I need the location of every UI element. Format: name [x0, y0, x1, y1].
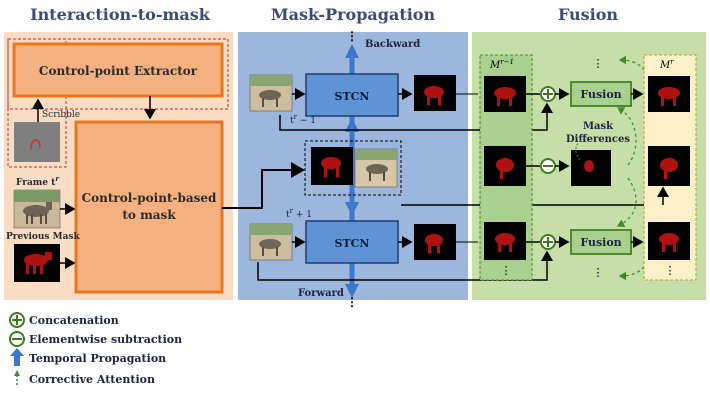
scribble-stroke: [30, 139, 41, 151]
converter-label-2: to mask: [122, 208, 176, 222]
mid-up-arrowhead: [345, 118, 359, 132]
title-propagation: Mask-Propagation: [271, 5, 436, 24]
m-cur-label: Mr: [659, 58, 674, 71]
corrective-attention-up: [616, 107, 637, 166]
t-minus-1-label: tr − 1: [290, 113, 316, 126]
corrective-attention-down: [616, 177, 637, 228]
legend-concat-icon: [9, 312, 25, 328]
scribble-image: [14, 122, 60, 162]
legend-temporal-label: Temporal Propagation: [29, 352, 166, 365]
line-top-to-concat: [279, 102, 553, 131]
current-mask-thumbnail: [311, 147, 353, 185]
legend-concat-label: Concatenation: [29, 314, 119, 327]
frame-t-plus-1-thumbnail: [249, 223, 293, 261]
converter-label-1: Control-point-based: [82, 191, 217, 205]
previous-mask-label: Previous Mask: [6, 232, 80, 242]
m-cur-mask-top: [648, 76, 690, 112]
stcn-top-box: [305, 73, 399, 117]
backward-label: Backward: [365, 39, 420, 50]
title-interaction: Interaction-to-mask: [30, 5, 211, 24]
fusion-top-label: Fusion: [580, 88, 621, 101]
corrective-attention-top: [618, 55, 649, 76]
title-fusion: Fusion: [558, 5, 618, 24]
current-frame-group: [304, 140, 402, 196]
backward-arrowhead: [345, 44, 359, 58]
legend-corrective-icon: [14, 370, 20, 385]
mask-differences-label-2: Differences: [566, 134, 630, 145]
m-cur-mask-mid: [648, 146, 690, 186]
stcn-bottom-label: STCN: [335, 237, 370, 250]
legend-subtract-label: Elementwise subtraction: [29, 333, 182, 346]
current-frame-thumbnail: [354, 148, 398, 188]
frame-t-minus-1-thumbnail: [249, 74, 293, 112]
legend-temporal-icon: [10, 348, 24, 366]
corrective-attention-bottom: [618, 261, 649, 281]
m-prev-mask-top: [484, 76, 526, 112]
forward-arrowhead: [345, 284, 359, 298]
fusion-top-dots: ⋮: [593, 57, 604, 70]
legend: Concatenation Elementwise subtraction Te…: [9, 312, 182, 386]
m-cur-mask-bottom: [648, 222, 690, 260]
stcn-top-label: STCN: [335, 90, 370, 103]
mid-down-arrowhead: [345, 202, 359, 216]
m-prev-mask-mid: [484, 146, 526, 186]
legend-corrective-label: Corrective Attention: [29, 373, 155, 386]
ellipsis-top: ⋮: [346, 29, 358, 43]
line-bottom-to-concat: [257, 250, 553, 281]
scribble-region: [7, 38, 67, 168]
previous-mask-thumbnail: [14, 244, 60, 282]
mask-bottom-output: [414, 224, 456, 260]
fusion-bottom-label: Fusion: [580, 236, 621, 249]
control-point-extractor-box: [12, 42, 224, 98]
fusion-top-box: [570, 81, 632, 107]
fusion-bottom-box: [570, 229, 632, 255]
control-point-to-mask-box: [74, 120, 224, 294]
m-cur-dots: ⋮: [665, 264, 676, 277]
m-prev-mask-bottom: [484, 222, 526, 260]
ellipsis-bottom: ⋮: [346, 295, 358, 309]
control-point-extractor-label: Control-point Extractor: [39, 64, 198, 78]
fusion-bottom-dots: ⋮: [593, 266, 604, 279]
forward-label: Forward: [298, 288, 344, 299]
m-prev-dots: ⋮: [501, 264, 512, 277]
arrow-converter-to-current: [222, 162, 305, 209]
mask-differences-label-1: Mask: [583, 121, 614, 132]
frame-label: Frame tr: [16, 174, 60, 188]
t-plus-1-label: tr + 1: [286, 207, 312, 220]
frame-thumbnail: [13, 189, 61, 229]
m-prev-label: Mr−1: [489, 58, 514, 71]
scribble-label: Scribble: [42, 110, 80, 120]
mask-top-output: [414, 75, 456, 111]
legend-subtract-icon: [9, 331, 25, 347]
